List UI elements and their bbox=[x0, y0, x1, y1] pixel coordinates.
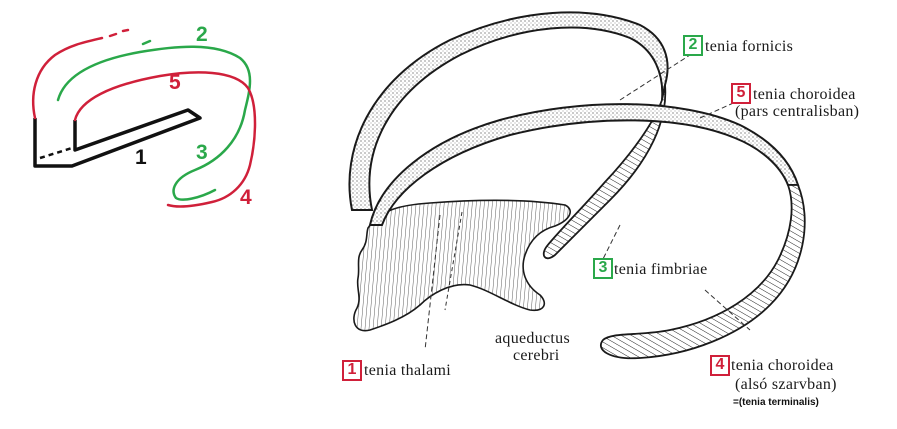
label-also-szarvban: (alsó szarvban) bbox=[735, 376, 837, 393]
label-tenia-choroidea-lower: tenia choroidea bbox=[731, 357, 834, 374]
sketch-number-2: 2 bbox=[196, 23, 208, 46]
label-box-2: 2 bbox=[683, 35, 703, 56]
sketch-dashed-edge bbox=[39, 146, 73, 160]
fimbria-tail bbox=[542, 84, 667, 260]
label-pars-centralisban: (pars centralisban) bbox=[735, 103, 860, 120]
leader-line-fornicis bbox=[619, 54, 691, 101]
sketch-number-5: 5 bbox=[169, 71, 181, 94]
schematic-sketch bbox=[31, 28, 257, 208]
label-cerebri: cerebri bbox=[513, 347, 560, 364]
label-tenia-thalami: tenia thalami bbox=[364, 362, 451, 379]
sketch-number-3: 3 bbox=[196, 141, 208, 164]
sketch-number-1: 1 bbox=[135, 146, 147, 169]
sketch-green-dash bbox=[141, 39, 152, 46]
choroid-lower-horn bbox=[600, 184, 806, 360]
sketch-red-curve-5 bbox=[73, 71, 257, 208]
sketch-thalamus-outline bbox=[33, 108, 202, 168]
sketch-green-curve-2 bbox=[56, 45, 252, 201]
label-box-5: 5 bbox=[731, 83, 751, 104]
label-box-3: 3 bbox=[593, 258, 613, 279]
leader-line-choroidea-lower bbox=[704, 289, 751, 331]
leader-line-thalami bbox=[424, 214, 441, 351]
label-tenia-terminalis: =(tenia terminalis) bbox=[733, 397, 819, 408]
label-tenia-choroidea-central: tenia choroidea bbox=[753, 86, 856, 103]
sketch-number-4: 4 bbox=[240, 186, 252, 209]
label-tenia-fimbriae: tenia fimbriae bbox=[614, 261, 708, 278]
label-box-1: 1 bbox=[342, 360, 362, 381]
sketch-red-dash bbox=[108, 28, 130, 38]
label-box-4: 4 bbox=[710, 355, 730, 376]
anatomical-illustration bbox=[348, 11, 806, 360]
sketch-red-outer-curve bbox=[31, 36, 104, 120]
leader-line-thalami-2 bbox=[444, 211, 463, 311]
label-aqueductus: aqueductus bbox=[495, 330, 570, 347]
thalamus-body bbox=[353, 199, 571, 332]
label-tenia-fornicis: tenia fornicis bbox=[705, 38, 794, 55]
